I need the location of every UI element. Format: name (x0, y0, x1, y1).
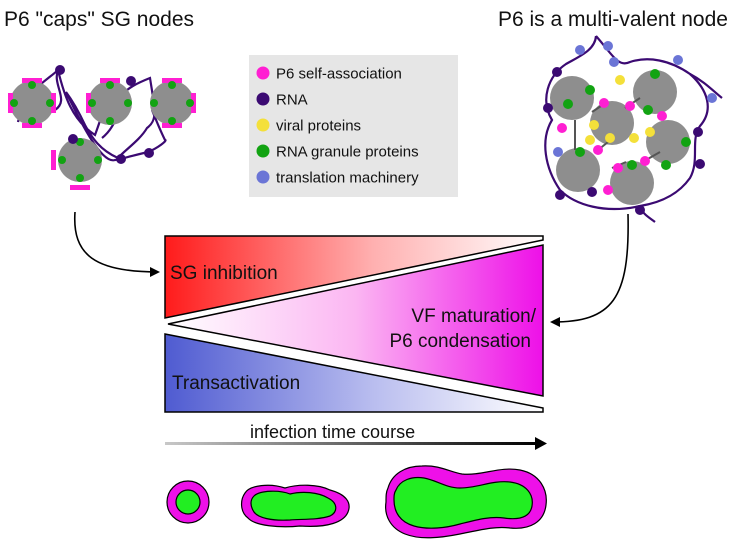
legend-item-label: RNA granule proteins (276, 144, 419, 161)
sg-node-1 (8, 78, 56, 128)
factory-stage-1 (166, 480, 210, 524)
network-beads (543, 41, 717, 215)
granule-core (550, 76, 594, 120)
timeline-label: infection time course (250, 422, 415, 442)
vf-maturation-label-line2: P6 condensation (389, 331, 531, 352)
legend-item: viral proteins (256, 118, 361, 135)
legend-swatch-icon (256, 170, 270, 184)
sg-node-4 (51, 138, 102, 190)
sg-nodes-illustration (8, 65, 196, 190)
rna-bead (55, 65, 65, 75)
granule-core (556, 148, 600, 192)
left-panel-title: P6 "caps" SG nodes (4, 8, 194, 31)
sg-node-3 (150, 78, 196, 128)
legend-box (249, 55, 458, 197)
legend-item-label: RNA (276, 92, 308, 109)
legend-item-label: P6 self-association (276, 66, 402, 83)
multivalent-network-illustration (543, 35, 723, 223)
granule-core (58, 138, 102, 182)
legend-swatch-icon (256, 144, 270, 158)
vf-maturation-label-line1: VF maturation/ (411, 306, 536, 327)
factory-stage-3 (385, 465, 547, 539)
legend-item-label: viral proteins (276, 118, 361, 135)
granule-core (633, 70, 677, 114)
legend-swatch-icon (256, 92, 270, 106)
granule-core (88, 81, 132, 125)
legend-item: RNA (256, 92, 308, 109)
rna-bead (144, 148, 154, 158)
legend-item-label: translation machinery (276, 170, 419, 187)
p6-cap (22, 123, 42, 128)
granule-core (150, 81, 194, 125)
rna-bead (126, 76, 136, 86)
vf-maturation-wedge (167, 244, 544, 397)
legend-item: RNA granule proteins (256, 144, 419, 161)
legend-swatch-icon (256, 66, 270, 80)
granule-core (10, 81, 54, 125)
rna-bead (68, 134, 78, 144)
right-panel-title: P6 is a multi-valent node (498, 8, 728, 31)
sg-node-2 (86, 78, 132, 125)
legend-swatch-icon (256, 118, 270, 132)
timeline-bar (165, 442, 537, 445)
legend-item: P6 self-association (256, 66, 402, 83)
transactivation-wedge (164, 333, 544, 413)
legend-item: translation machinery (256, 170, 419, 187)
sg-inhibition-wedge (164, 235, 544, 319)
transactivation-label: Transactivation (172, 373, 300, 394)
arrow-to-vf-maturation (550, 213, 629, 327)
sg-inhibition-label: SG inhibition (170, 263, 278, 284)
rna-strand (544, 35, 709, 211)
granule-core (590, 101, 634, 145)
factory-stage-2 (241, 484, 350, 528)
p6-cap (22, 78, 42, 83)
rna-bead (116, 154, 126, 164)
timeline-arrowhead (535, 437, 547, 450)
arrow-to-sg-inhibition (73, 211, 160, 277)
